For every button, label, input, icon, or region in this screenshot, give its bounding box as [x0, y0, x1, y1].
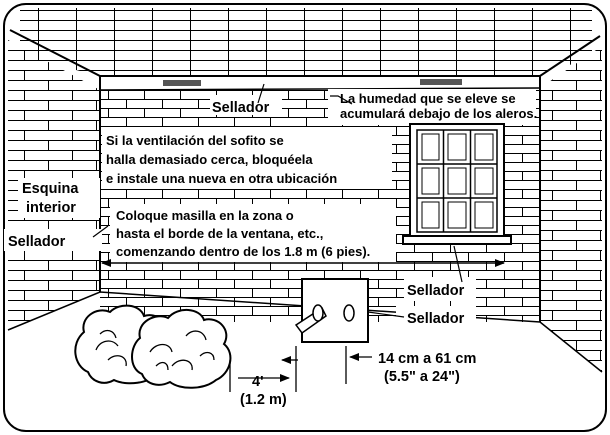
label-distance-right-2: (5.5" a 24"): [384, 369, 460, 385]
soffit: [9, 8, 601, 91]
window-sill: [402, 235, 512, 245]
label-sellador-top: Sellador: [212, 100, 270, 116]
label-sofito-3: e instale una nueva en otra ubicación: [106, 171, 337, 186]
shrubs: [74, 304, 232, 389]
label-sellador-window: Sellador: [407, 283, 465, 299]
side-wall-right: [539, 46, 602, 372]
label-distance-right-1: 14 cm a 61 cm: [378, 351, 476, 367]
soffit-vent-left: [163, 80, 201, 86]
soffit-vent-right: [420, 79, 462, 85]
label-esquina-2: interior: [26, 200, 76, 216]
label-distance-left-2: (1.2 m): [240, 392, 287, 408]
label-sofito-2: halla demasiado cerca, bloquéela: [106, 152, 313, 167]
label-humedad-2: acumulará debajo de los aleros.: [340, 106, 537, 121]
label-masilla-3: comenzando dentro de los 1.8 m (6 pies).: [116, 244, 370, 259]
window: [402, 123, 512, 245]
label-sellador-left: Sellador: [8, 234, 66, 250]
label-distance-left-1: 4': [252, 374, 264, 390]
dimension-lines: [229, 346, 372, 392]
label-sofito-1: Si la ventilación del sofito se: [106, 133, 284, 148]
label-humedad-1: La humedad que se eleve se: [340, 91, 516, 106]
label-esquina-1: Esquina: [22, 181, 79, 197]
label-sellador-vent: Sellador: [407, 311, 465, 327]
label-masilla-2: hasta el borde de la ventana, etc.,: [116, 226, 323, 241]
label-masilla-1: Coloque masilla en la zona o: [116, 208, 294, 223]
dryer-vent: [294, 278, 369, 343]
